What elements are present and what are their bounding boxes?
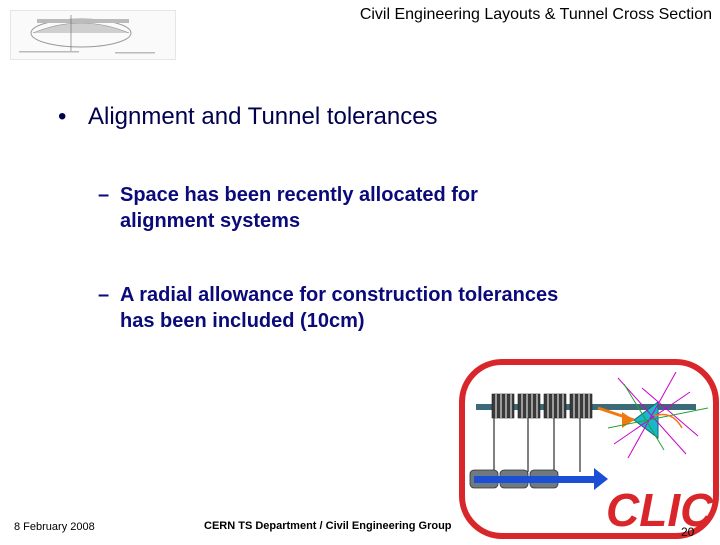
dash-icon: – (98, 284, 110, 306)
main-bullet: • Alignment and Tunnel tolerances (58, 103, 438, 131)
tunnel-layout-thumbnail (19, 15, 155, 54)
sub-bullet-2-line1: A radial allowance for construction tole… (120, 284, 559, 306)
clic-logo-graphic: CLIC (459, 359, 719, 539)
main-bullet-text: Alignment and Tunnel tolerances (88, 103, 438, 130)
sub-bullet-2: – A radial allowance for construction to… (98, 282, 658, 334)
clic-logo: CLIC (458, 358, 720, 540)
footer-department: CERN TS Department / Civil Engineering G… (204, 520, 452, 532)
sub-bullet-1-line2: alignment systems (120, 210, 301, 232)
thumbnail-figure (10, 10, 176, 60)
dash-icon: – (98, 184, 110, 206)
sub-bullet-1: – Space has been recently allocated for … (98, 182, 568, 234)
sub-bullet-1-line1: Space has been recently allocated for (120, 184, 478, 206)
slide-header-title: Civil Engineering Layouts & Tunnel Cross… (359, 6, 712, 23)
page-number: 20 (681, 525, 695, 539)
clic-logo-text: CLIC (606, 484, 714, 536)
bullet-dot-icon: • (58, 103, 67, 130)
sub-bullet-2-line2: has been included (10cm) (120, 310, 365, 332)
footer-date: 8 February 2008 (14, 521, 95, 533)
